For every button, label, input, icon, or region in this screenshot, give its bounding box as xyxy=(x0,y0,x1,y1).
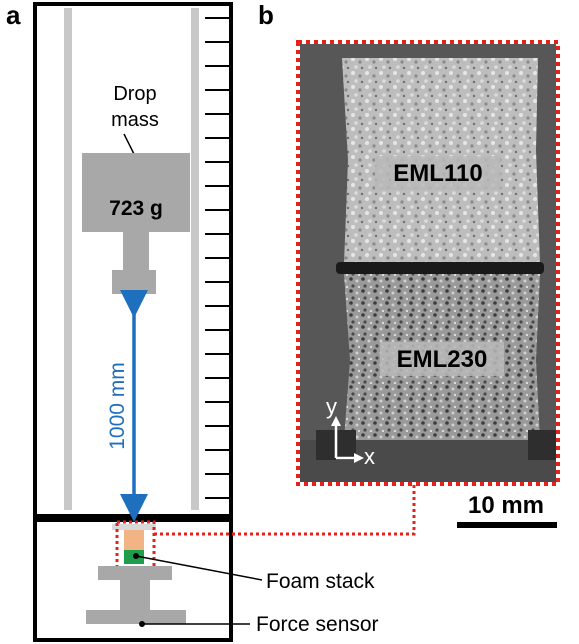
drop-mass xyxy=(82,153,190,294)
force-sensor xyxy=(86,566,186,624)
drop-height-label: 1000 mm xyxy=(106,362,129,450)
panel-b-label: b xyxy=(258,0,274,30)
force-sensor-label: Force sensor xyxy=(256,613,379,636)
upper-sample-label-bg xyxy=(375,156,501,190)
zoom-connector-line xyxy=(154,484,416,536)
force-sensor-leader-dot xyxy=(139,621,145,627)
drop-mass-label-line1: Drop xyxy=(113,83,156,105)
drop-mass-label-line2: mass xyxy=(111,109,159,131)
foam-photo xyxy=(300,44,556,482)
photo-highlight-box xyxy=(296,40,560,486)
scale-bar-label: 10 mm xyxy=(468,492,544,519)
foam-stack-leader-dot xyxy=(133,553,139,559)
upper-sample-label: EML110 xyxy=(393,160,482,187)
lower-sample-label: EML230 xyxy=(397,346,488,373)
scale-bar xyxy=(457,522,557,528)
foam-stack-highlight-box xyxy=(115,520,156,570)
panel-a-label: a xyxy=(6,0,21,30)
axis-y-label: y xyxy=(326,394,337,419)
guide-rails xyxy=(64,8,199,510)
coordinate-axes xyxy=(331,416,364,463)
mass-value: 723 g xyxy=(109,197,163,220)
ruler-ticks xyxy=(205,17,229,499)
foam-stack-leader-line xyxy=(135,555,263,581)
lower-sample-label-bg xyxy=(380,342,504,376)
axis-x-label: x xyxy=(364,444,375,469)
foam-stack-label: Foam stack xyxy=(266,570,375,593)
